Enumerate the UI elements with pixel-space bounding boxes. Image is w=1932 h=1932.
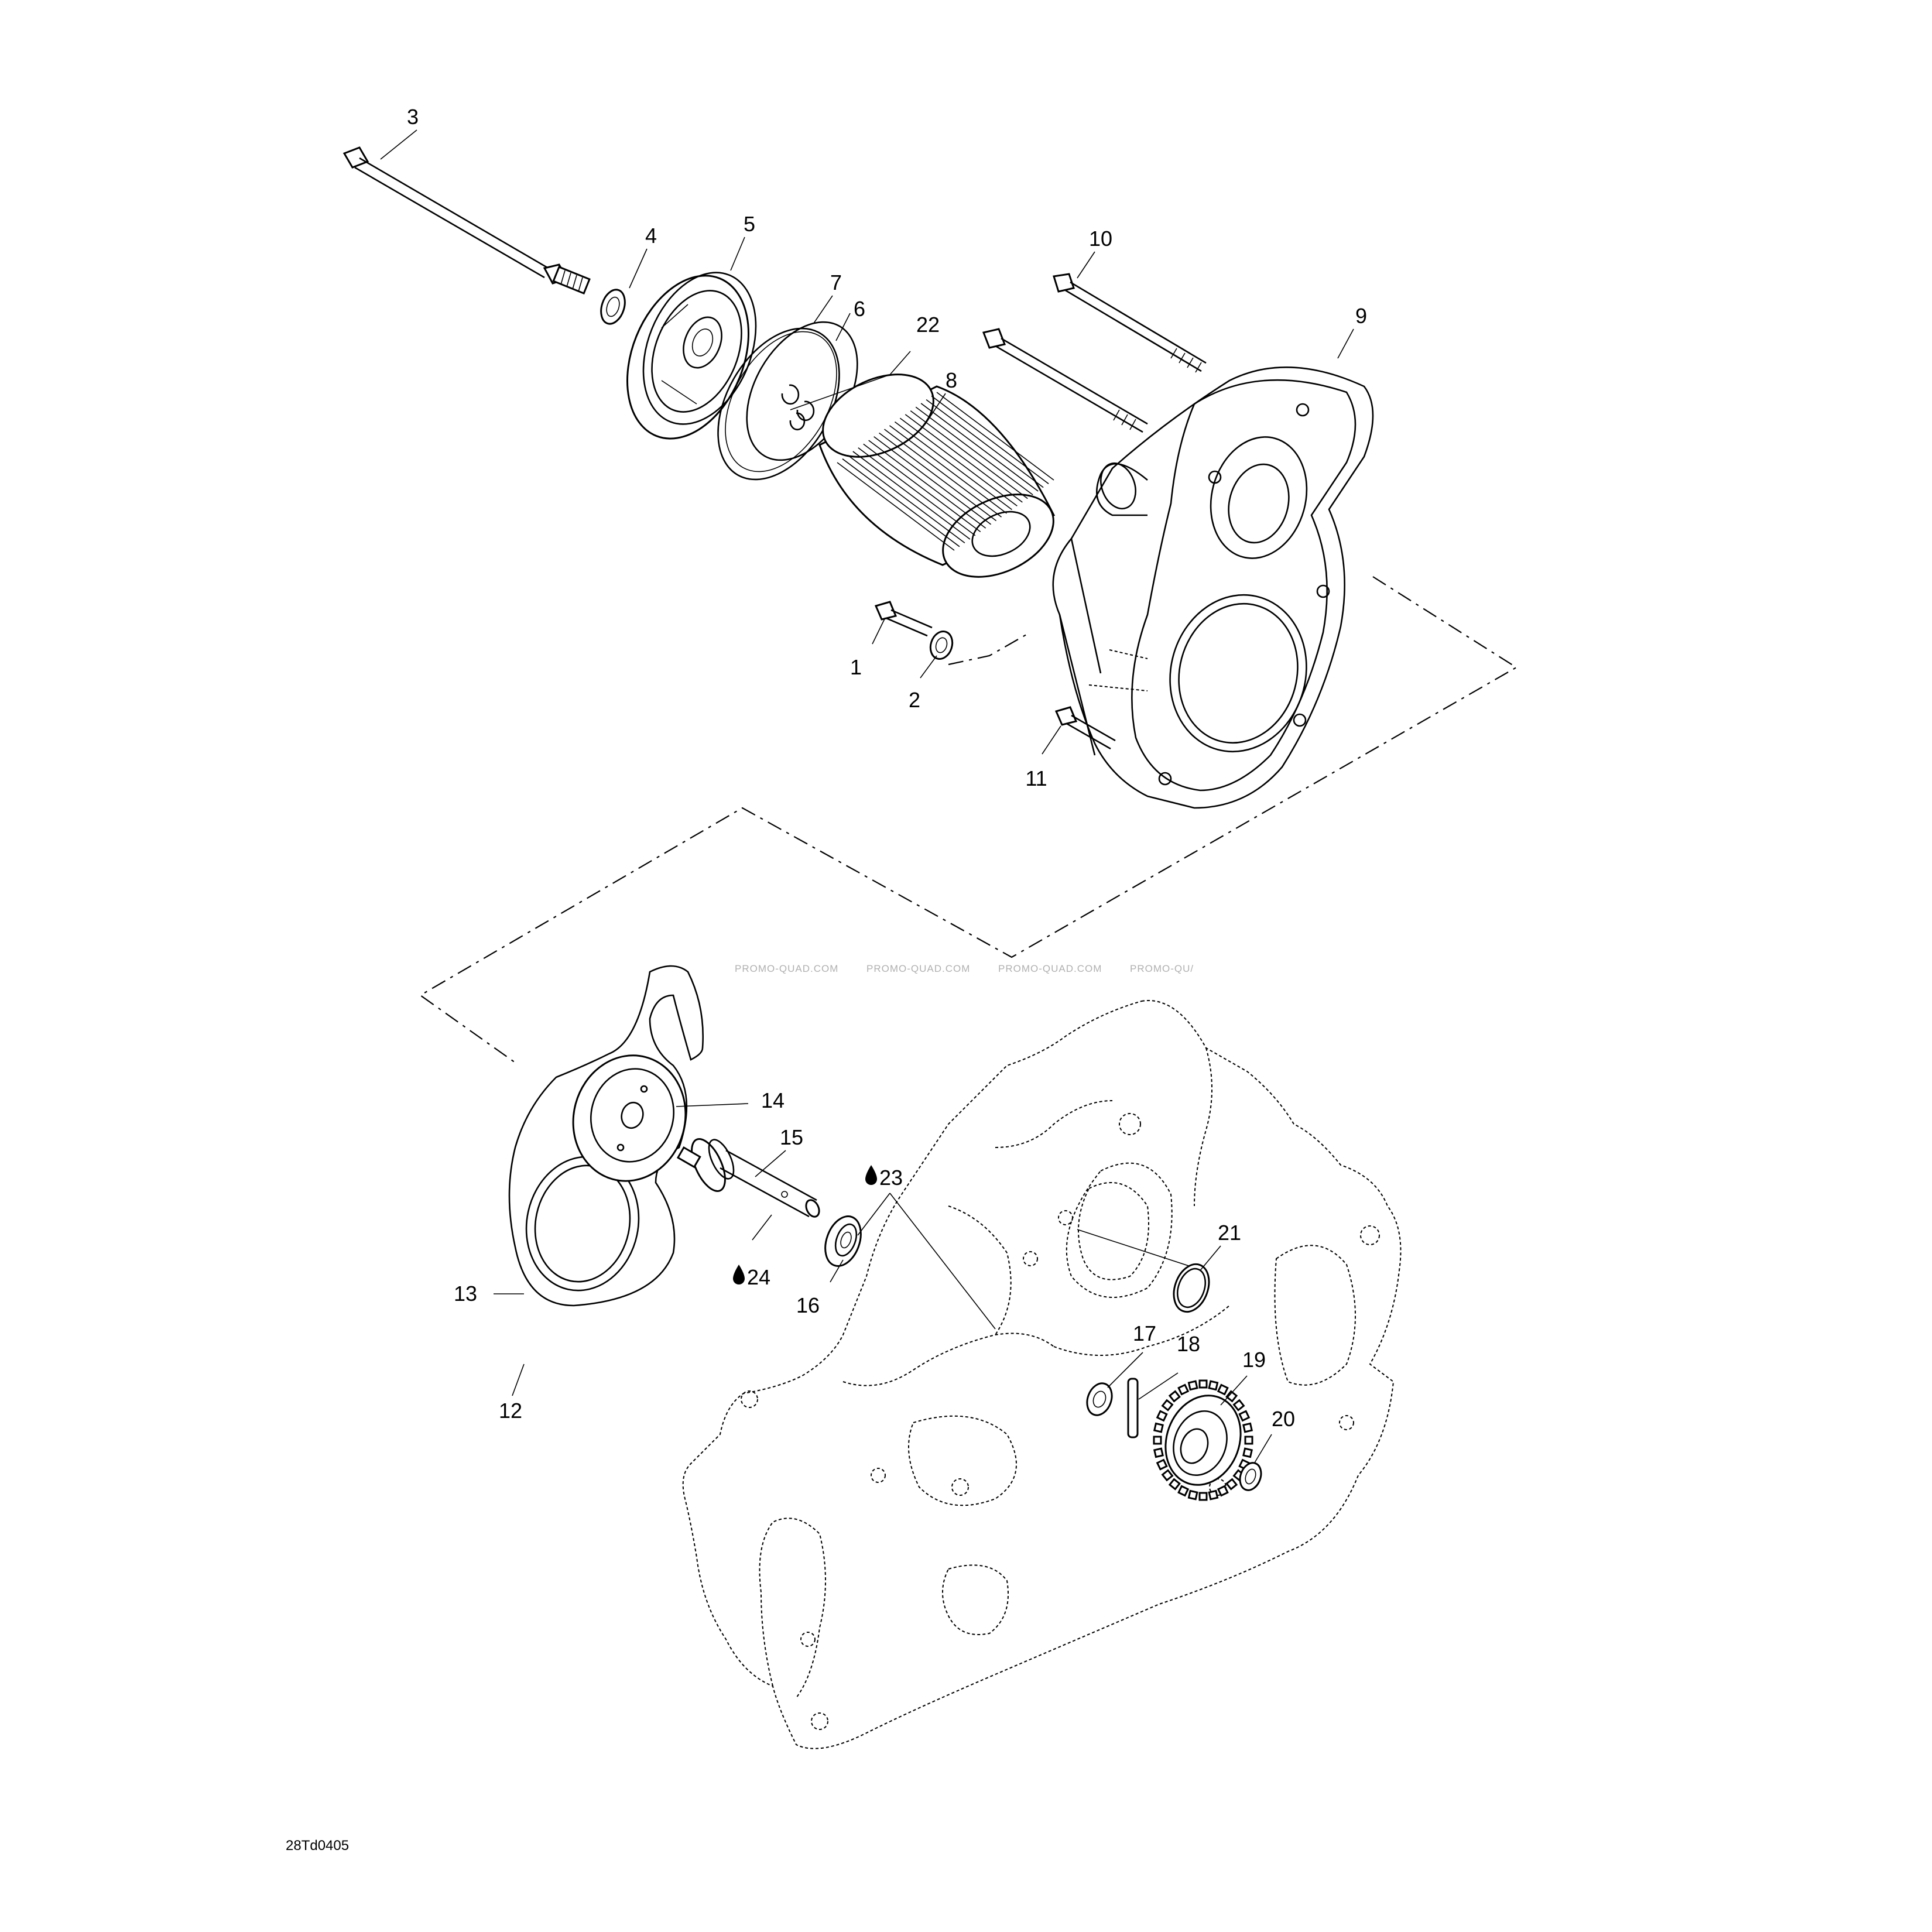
callout-14: 14	[761, 1088, 785, 1112]
part-4-washer	[600, 289, 626, 325]
part-8-oil-filter	[818, 374, 1056, 578]
callout-labels: 3 4 5 7 6 22 8 10 9 1 2 11 14 15 23 24 1…	[407, 105, 1367, 1431]
part-18-pin	[1127, 1378, 1139, 1438]
watermark-row: PROMO-QUAD.COM PROMO-QUAD.COM PROMO-QUAD…	[735, 963, 1194, 974]
part-19-gear	[1153, 1379, 1253, 1501]
callout-5: 5	[744, 212, 755, 236]
oil-drop-icon	[865, 1165, 877, 1185]
leader-lines	[380, 129, 1354, 1464]
watermark-text: PROMO-QUAD.COM	[998, 963, 1102, 974]
crankcase-outline	[682, 1000, 1402, 1749]
part-16-seal	[824, 1215, 862, 1267]
callout-2: 2	[909, 688, 920, 712]
callout-4: 4	[645, 224, 657, 248]
callout-24-group: 24	[733, 1265, 770, 1289]
callout-24: 24	[747, 1265, 770, 1289]
drawing-code: 28Td0405	[286, 1838, 349, 1854]
part-20-ring	[1239, 1462, 1262, 1491]
callout-12: 12	[499, 1399, 522, 1423]
callout-23: 23	[879, 1166, 903, 1190]
callout-6: 6	[854, 297, 865, 321]
part-17-washer	[1086, 1382, 1113, 1416]
alignment-lines	[419, 576, 1518, 1063]
callout-21: 21	[1218, 1221, 1241, 1245]
callout-19: 19	[1242, 1348, 1266, 1372]
callout-3: 3	[407, 105, 419, 129]
oil-drop-icon	[733, 1265, 745, 1284]
callout-15: 15	[780, 1125, 803, 1149]
part-11-bolt	[1054, 706, 1116, 750]
callout-20: 20	[1272, 1407, 1295, 1431]
callout-10: 10	[1089, 227, 1112, 251]
callout-18: 18	[1177, 1332, 1200, 1356]
callout-23-group: 23	[865, 1165, 903, 1190]
callout-11: 11	[1025, 766, 1047, 790]
callout-13: 13	[454, 1282, 477, 1306]
watermark-text: PROMO-QUAD.COM	[866, 963, 970, 974]
part-9-housing-cover	[1052, 366, 1374, 809]
part-14-plate	[572, 1054, 687, 1182]
callout-17: 17	[1133, 1321, 1156, 1345]
watermark-text: PROMO-QUAD.COM	[735, 963, 838, 974]
callout-1: 1	[850, 655, 862, 679]
part-12-gasket	[508, 965, 704, 1307]
part-2-washer	[929, 631, 954, 660]
callout-9: 9	[1355, 304, 1367, 328]
bolt-unlabeled	[982, 328, 1148, 433]
part-21-o-ring	[1173, 1263, 1210, 1313]
callout-8: 8	[946, 368, 957, 392]
callout-22: 22	[916, 313, 940, 337]
callout-16: 16	[796, 1293, 820, 1317]
part-3-long-bolt	[342, 146, 591, 295]
callout-7: 7	[830, 270, 842, 294]
watermark-text: PROMO-QU/	[1130, 963, 1194, 974]
part-15-pump-shaft	[676, 1138, 820, 1218]
part-1-small-bolt	[874, 601, 933, 637]
part-10-bolt	[1053, 273, 1207, 373]
